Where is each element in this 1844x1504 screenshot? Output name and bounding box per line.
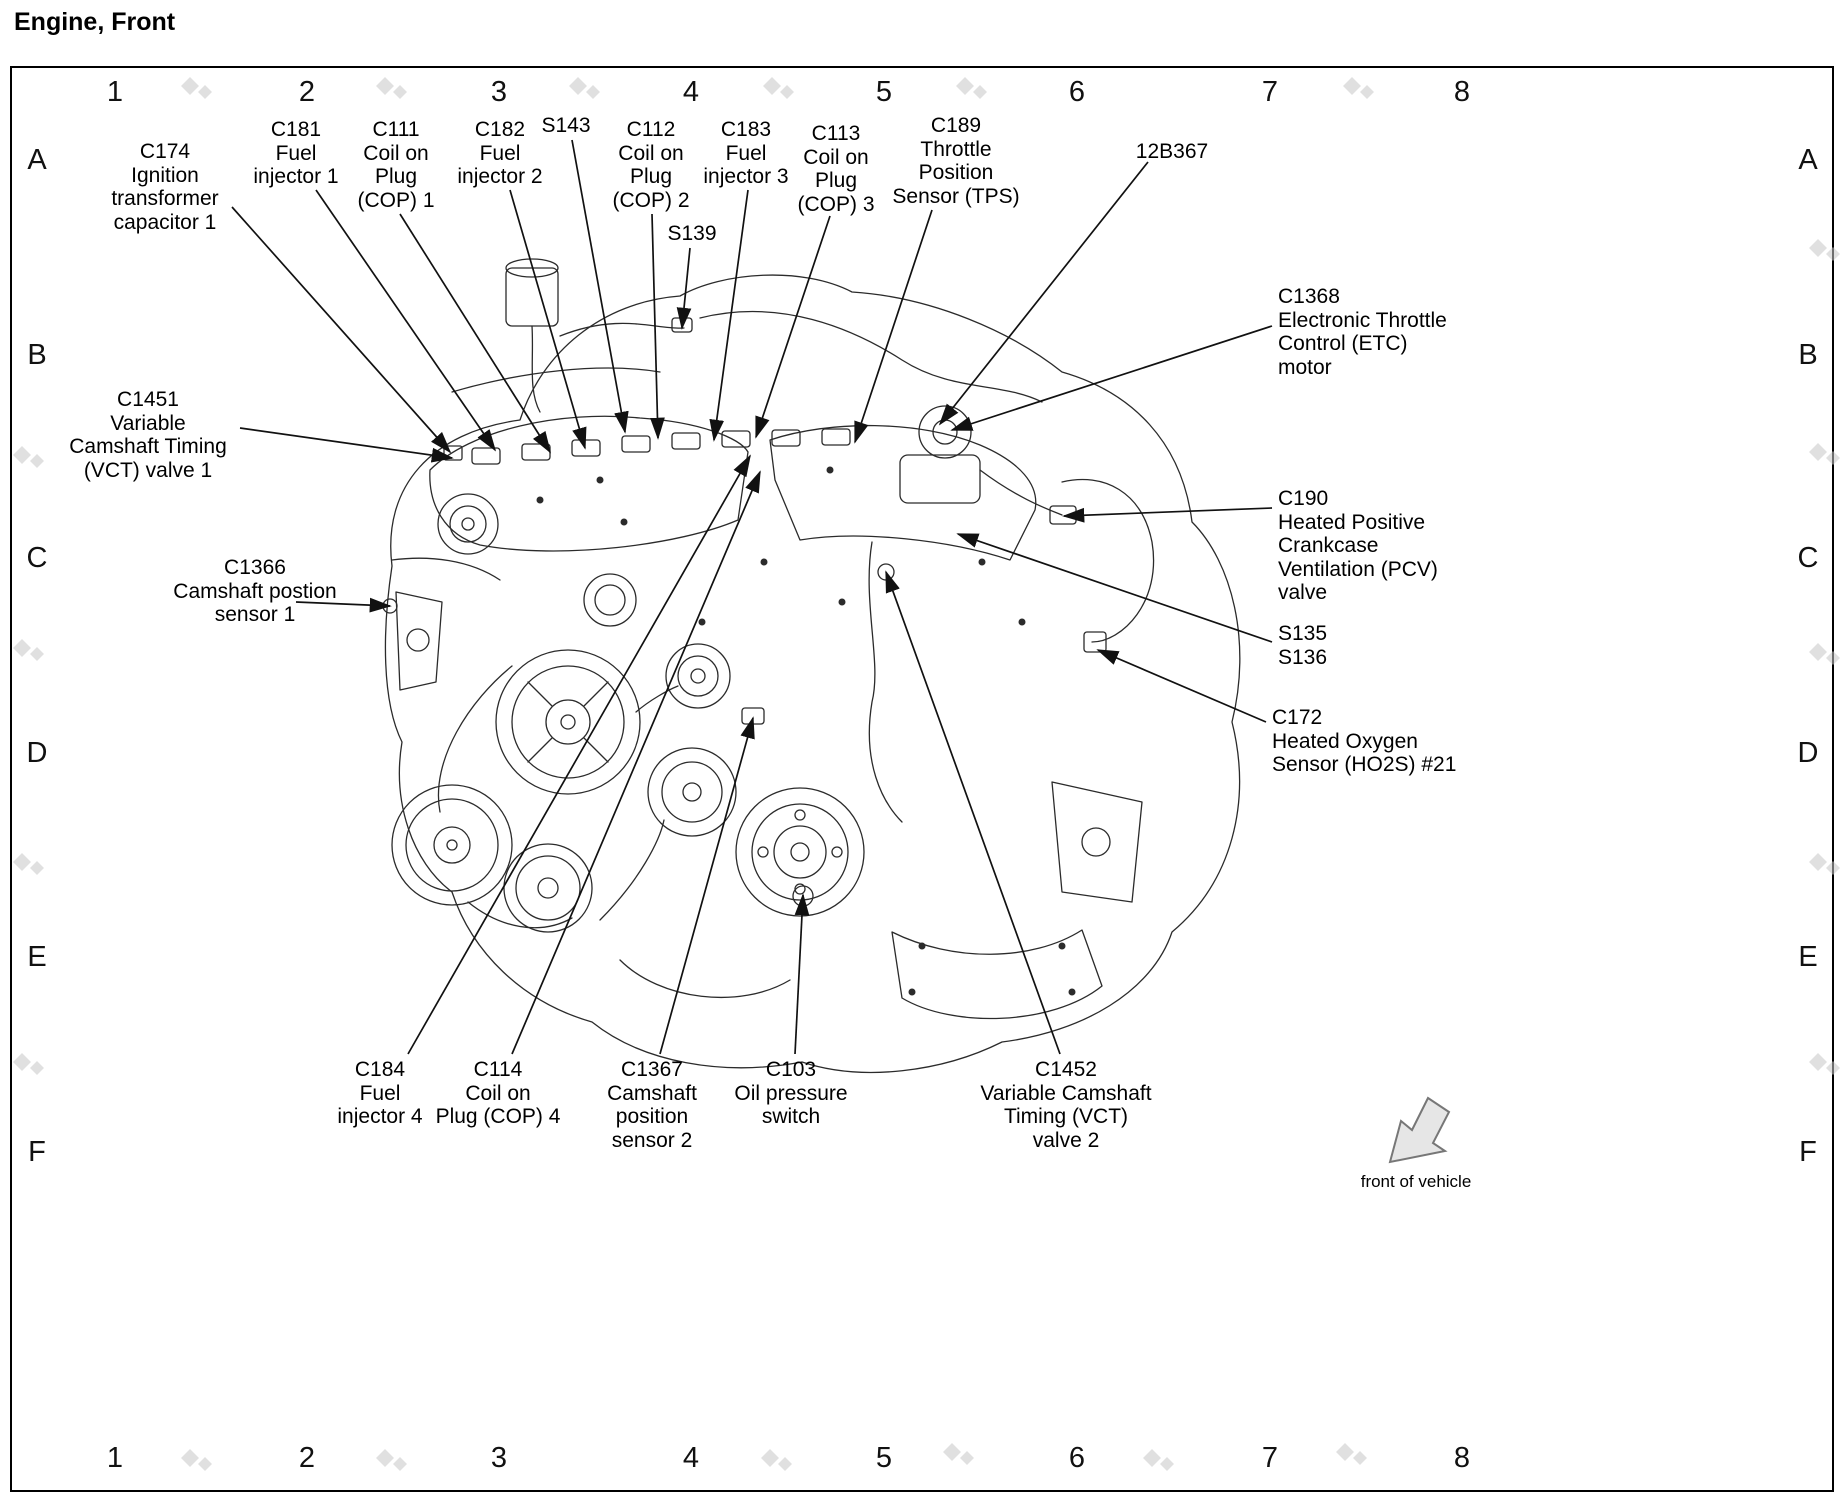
callout-c190: C190 Heated Positive Crankcase Ventilati… bbox=[1278, 487, 1438, 605]
grid-col-bottom-8: 8 bbox=[1453, 1442, 1471, 1474]
grid-col-bottom-3: 3 bbox=[490, 1442, 508, 1474]
grid-col-top-6: 6 bbox=[1068, 76, 1086, 108]
grid-row-right-C: C bbox=[1797, 542, 1819, 574]
grid-row-right-F: F bbox=[1799, 1136, 1817, 1168]
grid-col-top-3: 3 bbox=[490, 76, 508, 108]
callout-c1367: C1367 Camshaft position sensor 2 bbox=[607, 1058, 697, 1152]
grid-row-right-B: B bbox=[1798, 339, 1818, 371]
grid-col-bottom-7: 7 bbox=[1261, 1442, 1279, 1474]
grid-row-right-E: E bbox=[1798, 941, 1818, 973]
front-of-vehicle-label: front of vehicle bbox=[1360, 1172, 1472, 1191]
grid-col-top-1: 1 bbox=[106, 76, 124, 108]
callout-c174: C174 Ignition transformer capacitor 1 bbox=[111, 140, 219, 234]
grid-row-left-E: E bbox=[27, 941, 47, 973]
callout-c1368: C1368 Electronic Throttle Control (ETC) … bbox=[1278, 285, 1447, 379]
grid-row-right-D: D bbox=[1797, 737, 1819, 769]
callout-c112: C112 Coil on Plug (COP) 2 bbox=[612, 118, 690, 212]
callout-s135-s136: S135 S136 bbox=[1278, 622, 1328, 669]
callout-c1452: C1452 Variable Camshaft Timing (VCT) val… bbox=[980, 1058, 1152, 1152]
grid-col-bottom-5: 5 bbox=[875, 1442, 893, 1474]
callout-s139: S139 bbox=[667, 222, 717, 245]
callout-c182: C182 Fuel injector 2 bbox=[457, 118, 543, 189]
grid-row-left-A: A bbox=[27, 144, 47, 176]
grid-row-right-A: A bbox=[1798, 144, 1818, 176]
grid-col-bottom-2: 2 bbox=[298, 1442, 316, 1474]
callout-c1451: C1451 Variable Camshaft Timing (VCT) val… bbox=[69, 388, 227, 482]
grid-col-bottom-6: 6 bbox=[1068, 1442, 1086, 1474]
grid-row-left-D: D bbox=[26, 737, 48, 769]
grid-row-left-F: F bbox=[28, 1136, 46, 1168]
callout-c1366: C1366 Camshaft postion sensor 1 bbox=[173, 556, 337, 627]
page-title: Engine, Front bbox=[14, 8, 176, 36]
callout-12b367: 12B367 bbox=[1135, 140, 1209, 163]
callout-c183: C183 Fuel injector 3 bbox=[703, 118, 789, 189]
grid-col-bottom-4: 4 bbox=[682, 1442, 700, 1474]
grid-row-left-B: B bbox=[27, 339, 47, 371]
callout-c189: C189 Throttle Position Sensor (TPS) bbox=[892, 114, 1020, 208]
callout-c172: C172 Heated Oxygen Sensor (HO2S) #21 bbox=[1272, 706, 1457, 777]
grid-col-top-8: 8 bbox=[1453, 76, 1471, 108]
grid-col-top-2: 2 bbox=[298, 76, 316, 108]
grid-col-top-5: 5 bbox=[875, 76, 893, 108]
grid-col-top-4: 4 bbox=[682, 76, 700, 108]
grid-col-bottom-1: 1 bbox=[106, 1442, 124, 1474]
grid-col-top-7: 7 bbox=[1261, 76, 1279, 108]
callout-c103: C103 Oil pressure switch bbox=[734, 1058, 848, 1129]
callout-c184: C184 Fuel injector 4 bbox=[337, 1058, 423, 1129]
grid-row-left-C: C bbox=[26, 542, 48, 574]
callout-c181: C181 Fuel injector 1 bbox=[253, 118, 339, 189]
diagram-frame bbox=[10, 66, 1834, 1492]
callout-c111: C111 Coil on Plug (COP) 1 bbox=[357, 118, 435, 212]
callout-s143: S143 bbox=[541, 114, 591, 137]
callout-c113: C113 Coil on Plug (COP) 3 bbox=[797, 122, 875, 216]
callout-c114: C114 Coil on Plug (COP) 4 bbox=[435, 1058, 561, 1129]
